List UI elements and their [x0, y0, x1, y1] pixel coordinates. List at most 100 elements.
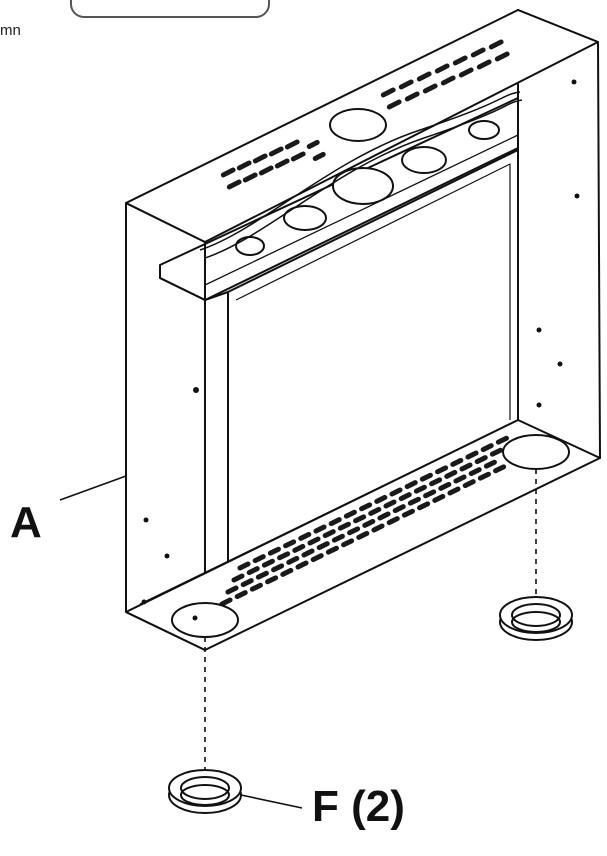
vent-slot	[371, 523, 385, 533]
leader-line-f	[240, 794, 303, 809]
screw-holes	[141, 79, 580, 621]
vent-slot	[413, 484, 427, 494]
vent-slot	[429, 477, 443, 487]
vent-slot	[316, 541, 330, 551]
top-hole-medium-1	[401, 146, 447, 174]
top-vent-slots-left	[220, 139, 326, 190]
vent-slot	[435, 465, 449, 475]
vent-slot	[459, 462, 473, 472]
vent-slot	[417, 501, 431, 511]
bottom-front-edge	[139, 419, 519, 605]
vent-slot	[398, 492, 412, 502]
vent-slot	[462, 479, 476, 489]
vent-slot	[331, 533, 345, 543]
vent-slot	[465, 450, 479, 460]
top-hole-medium-2	[283, 205, 327, 231]
vent-slot	[313, 524, 327, 534]
vent-slot	[283, 539, 297, 549]
routing-wire-2	[204, 99, 523, 259]
vent-slot	[347, 526, 361, 536]
leader-line-a	[59, 475, 127, 501]
vent-slot	[377, 511, 391, 521]
vent-slot	[277, 551, 291, 561]
vent-slot	[447, 486, 461, 496]
vent-slot	[234, 590, 248, 600]
vent-slot	[310, 553, 324, 563]
cropped-tab-outline	[70, 0, 270, 18]
vent-slot	[219, 597, 233, 607]
vent-slot	[468, 467, 482, 477]
top-hole-small-1	[468, 120, 500, 140]
vent-slot	[322, 529, 336, 539]
vent-slot	[444, 469, 458, 479]
vent-slot	[453, 474, 467, 484]
callout-label-a: A	[10, 498, 42, 547]
vent-slot	[489, 447, 503, 457]
vent-slot	[495, 435, 509, 445]
vent-slot	[432, 493, 446, 503]
vent-slot	[252, 554, 266, 564]
vent-slot	[450, 457, 464, 467]
top-hole-large-2	[332, 167, 394, 205]
vent-slot	[493, 464, 507, 474]
vent-slot	[237, 561, 251, 571]
vent-slot	[255, 570, 269, 580]
vent-slot	[374, 494, 388, 504]
vent-slot	[483, 459, 497, 469]
vent-slot	[280, 567, 294, 577]
vent-slot	[295, 560, 309, 570]
vent-slot	[359, 502, 373, 512]
bottom-hole-left	[171, 602, 239, 638]
bottom-hole-right	[502, 434, 570, 470]
grommet-left	[168, 769, 242, 814]
vent-slot	[231, 573, 245, 583]
vent-slot	[401, 508, 415, 518]
vent-slot	[298, 531, 312, 541]
top-inner-edge	[204, 134, 519, 286]
callout-label-f: F (2)	[312, 782, 405, 831]
vent-slot	[438, 481, 452, 491]
vent-slot	[246, 566, 260, 576]
corner-text: mn	[0, 22, 21, 39]
vent-slot	[328, 517, 342, 527]
vent-slot	[307, 536, 321, 546]
vent-slot	[407, 496, 421, 506]
vent-slot	[419, 472, 433, 482]
vent-slot	[337, 521, 351, 531]
vent-slot	[261, 558, 275, 568]
back-panel-inner-edge	[235, 163, 511, 420]
vent-slot	[392, 504, 406, 514]
vent-slot	[249, 582, 263, 592]
vent-slot	[343, 509, 357, 519]
vent-slot	[480, 443, 494, 453]
top-hole-large-1	[329, 108, 387, 142]
vent-slot	[271, 563, 285, 573]
vent-slot	[353, 514, 367, 524]
vent-slot	[286, 555, 300, 565]
vent-slot	[404, 480, 418, 490]
top-hole-small-2	[235, 236, 265, 256]
vent-slot	[383, 499, 397, 509]
vent-slot	[301, 548, 315, 558]
top-vent-slots-right	[380, 39, 510, 110]
grommet-right	[499, 596, 573, 641]
vent-slot	[325, 545, 339, 555]
vent-slot	[292, 543, 306, 553]
routing-wire	[199, 91, 521, 251]
vent-slot	[240, 578, 254, 588]
vent-slot	[362, 518, 376, 528]
vent-slot	[368, 506, 382, 516]
vent-slot	[474, 455, 488, 465]
vent-slot	[423, 489, 437, 499]
vent-slot	[356, 530, 370, 540]
vent-slot	[341, 538, 355, 548]
vent-slot	[389, 487, 403, 497]
vent-slot	[265, 575, 279, 585]
vent-slot	[225, 585, 239, 595]
vent-slot	[267, 546, 281, 556]
vent-slot	[386, 516, 400, 526]
top-lip-fold	[159, 265, 206, 301]
vent-slot	[477, 471, 491, 481]
